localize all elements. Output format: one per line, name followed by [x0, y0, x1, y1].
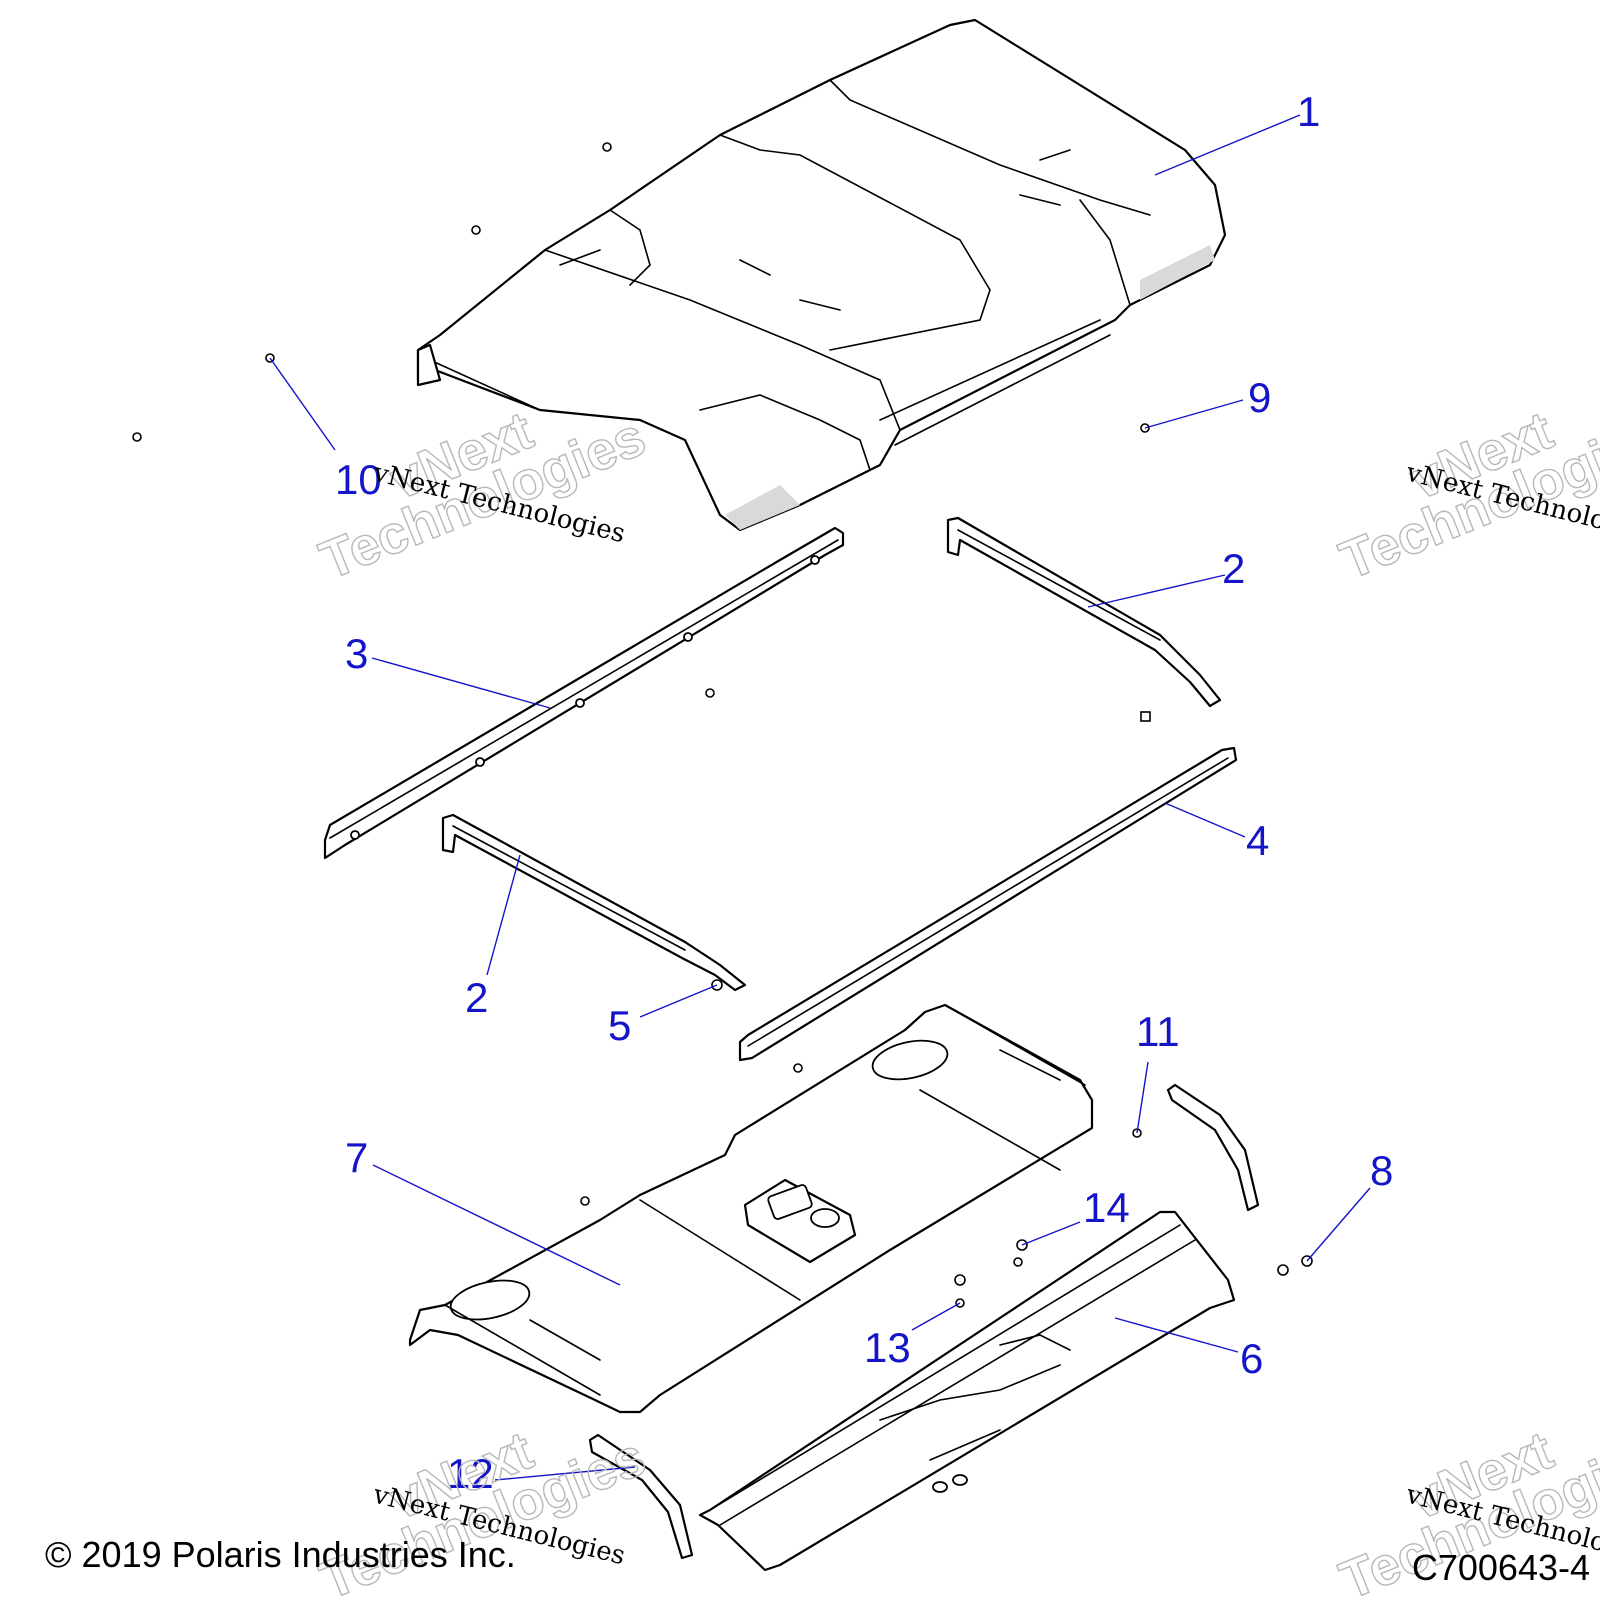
callout-11: 11: [1136, 1008, 1180, 1055]
roof-top-part: [416, 18, 1227, 532]
callout-1: 1: [1297, 88, 1320, 135]
fasteners: [132, 142, 1313, 1308]
callout-13: 13: [864, 1324, 911, 1371]
callout-3: 3: [345, 630, 368, 677]
trim-strip-left-part: [588, 1433, 694, 1560]
rear-cross-bar-part: [738, 746, 1238, 1062]
copyright-notice: © 2019 Polaris Industries Inc.: [45, 1534, 516, 1575]
headliner-part: [408, 1003, 1094, 1414]
callout-2-upper: 2: [1222, 545, 1245, 592]
callout-10: 10: [335, 456, 382, 503]
callout-9: 9: [1248, 374, 1271, 421]
callout-8: 8: [1370, 1147, 1393, 1194]
callout-labels: 1 2 2 3 4 5 6 7 8 9 10 11 12 13 14: [335, 88, 1393, 1497]
callout-5: 5: [608, 1002, 631, 1049]
rear-panel-part: [698, 1210, 1236, 1572]
leader-lines: [269, 114, 1371, 1481]
callout-12: 12: [447, 1450, 494, 1497]
front-cross-bar-part: [323, 526, 845, 860]
side-rail-right-part: [946, 516, 1222, 708]
diagram-code: C700643-4: [1412, 1547, 1590, 1588]
callout-4: 4: [1246, 817, 1269, 864]
callout-2-lower: 2: [465, 974, 488, 1021]
callout-7: 7: [345, 1134, 368, 1181]
side-rail-left-part: [441, 813, 747, 992]
trim-strip-right-part: [1166, 1083, 1260, 1212]
callout-14: 14: [1083, 1184, 1130, 1231]
callout-6: 6: [1240, 1335, 1263, 1382]
